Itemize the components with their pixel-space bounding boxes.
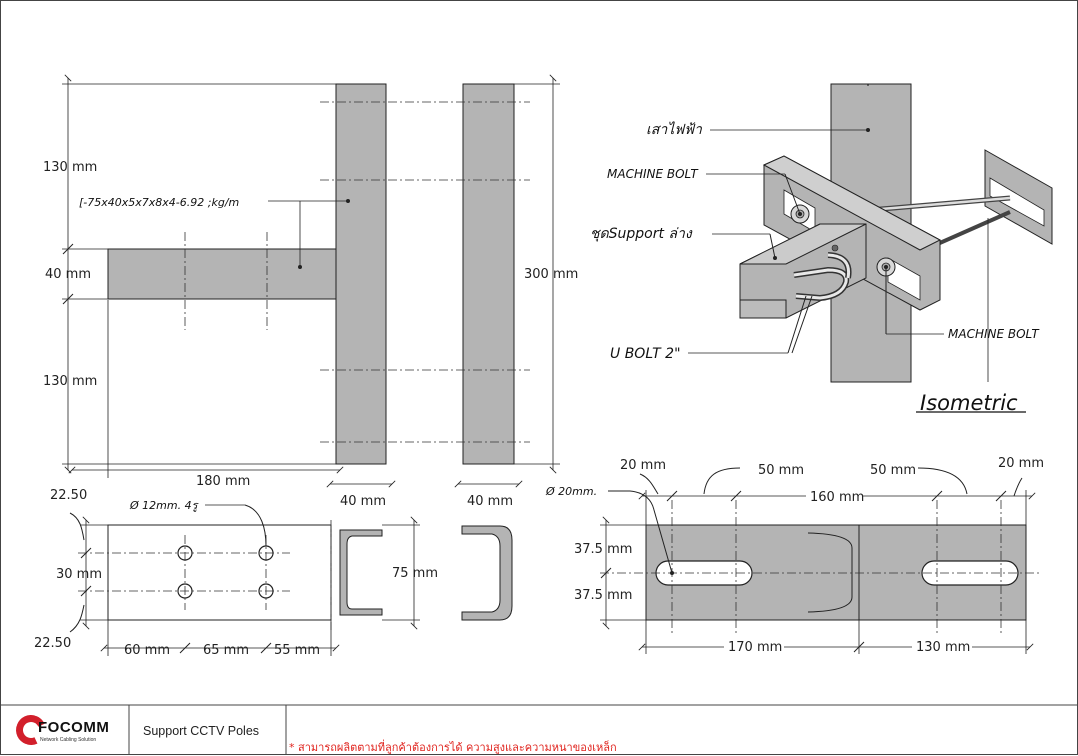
- channel-profile: [339, 529, 383, 616]
- dim-half-bottom: 37.5 mm: [574, 588, 632, 603]
- arm-channel: [107, 248, 337, 300]
- dim-height: 75 mm: [392, 566, 438, 581]
- document-title: Support CCTV Poles: [143, 724, 260, 738]
- dim-c: 55 mm: [274, 643, 320, 658]
- bracket-view: Ø 20mm. 20 mm 50 mm 50 mm 20 mm 160 mm 3…: [545, 456, 1044, 655]
- label-bolt-bottom: MACHINE BOLT: [948, 327, 1040, 341]
- dim-bottom-edge: 22.50: [34, 636, 71, 651]
- dim-mid: 40 mm: [45, 267, 91, 282]
- dim-arm-length: 180 mm: [196, 474, 250, 489]
- dim-left-part: 170 mm: [728, 640, 782, 655]
- dim-bottom: 130 mm: [43, 374, 97, 389]
- footnote: * สามารถผลิตตามที่ลูกค้าต้องการได้ ความส…: [289, 741, 617, 754]
- label-ubolt: U BOLT 2": [610, 346, 681, 362]
- plate-outline: [107, 524, 332, 621]
- dim-b: 65 mm: [203, 643, 249, 658]
- label-support: ชุดSupport ล่าง: [590, 226, 693, 242]
- label-pole: เสาไฟฟ้า: [646, 121, 703, 138]
- dim-post-width-2: 40 mm: [467, 494, 513, 509]
- front-view: 22.50 30 mm 22.50 75 mm 60 mm 65 mm 55 m…: [34, 488, 513, 658]
- dim-half-top: 37.5 mm: [574, 542, 632, 557]
- channel-spec: [-75x40x5x7x8x4-6.92 ;kg/m: [79, 196, 239, 209]
- channel-profile-side: [461, 525, 513, 621]
- brand-name: FOCOMM: [38, 719, 110, 736]
- hole-note: Ø 12mm. 4รู: [129, 499, 200, 512]
- dim-edge-left: 20 mm: [620, 458, 666, 473]
- dim-edge-right: 20 mm: [998, 456, 1044, 471]
- dim-hole-spacing: 30 mm: [56, 567, 102, 582]
- isometric-title: Isometric: [920, 391, 1018, 415]
- dim-slot-right: 50 mm: [870, 463, 916, 478]
- brand-logo: FOCOMM Network Cabling Solution: [11, 710, 132, 753]
- dim-slot-left: 50 mm: [758, 463, 804, 478]
- label-bolt-top: MACHINE BOLT: [607, 167, 699, 181]
- dim-total-height: 300 mm: [524, 267, 578, 282]
- dim-top: 130 mm: [43, 160, 97, 175]
- dim-post-width-1: 40 mm: [340, 494, 386, 509]
- pole-channel: [335, 83, 387, 465]
- dim-top-edge: 22.50: [50, 488, 87, 503]
- dim-slot-span: 160 mm: [810, 490, 864, 505]
- title-block: FOCOMM Network Cabling Solution Support …: [0, 705, 1078, 755]
- slot-note: Ø 20mm.: [545, 485, 597, 498]
- side-view: 130 mm 40 mm 130 mm 300 mm 180 mm 40 mm …: [43, 74, 578, 509]
- pole-channel-side: [462, 83, 515, 465]
- brand-tagline: Network Cabling Solution: [40, 737, 97, 743]
- dim-right-part: 130 mm: [916, 640, 970, 655]
- isometric-view: เสาไฟฟ้า MACHINE BOLT ชุดSupport ล่าง U …: [590, 83, 1053, 415]
- dim-a: 60 mm: [124, 643, 170, 658]
